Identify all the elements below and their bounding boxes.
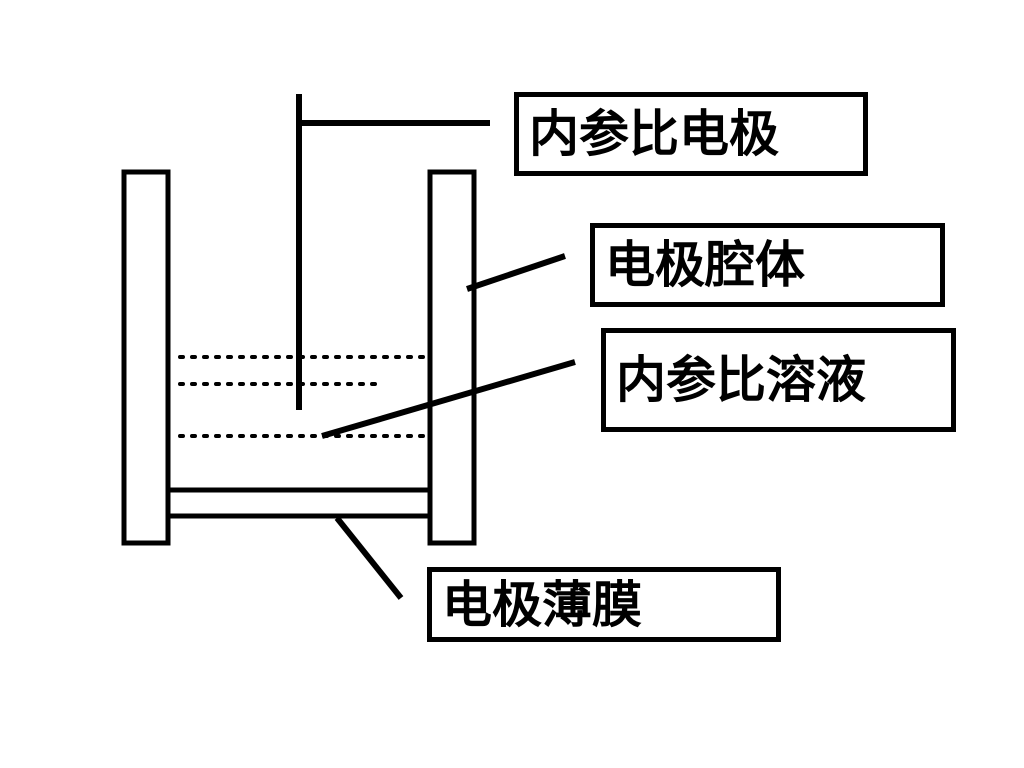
label-internal-reference-electrode: 内参比电极 <box>514 92 868 176</box>
label-text: 内参比溶液 <box>616 351 866 409</box>
solution-leader-line <box>321 359 576 439</box>
label-text: 电极腔体 <box>605 236 805 294</box>
electrode-left-wall <box>121 169 171 546</box>
membrane-leader-line <box>334 516 404 600</box>
electrode-membrane-strip <box>165 487 433 519</box>
label-internal-reference-solution: 内参比溶液 <box>601 328 956 432</box>
electrode-right-wall <box>427 169 477 546</box>
label-text: 内参比电极 <box>529 105 779 163</box>
label-text: 电极薄膜 <box>442 575 642 634</box>
label-electrode-membrane: 电极薄膜 <box>427 567 781 642</box>
label-electrode-cavity: 电极腔体 <box>590 223 945 307</box>
cavity-leader-line <box>466 253 566 292</box>
